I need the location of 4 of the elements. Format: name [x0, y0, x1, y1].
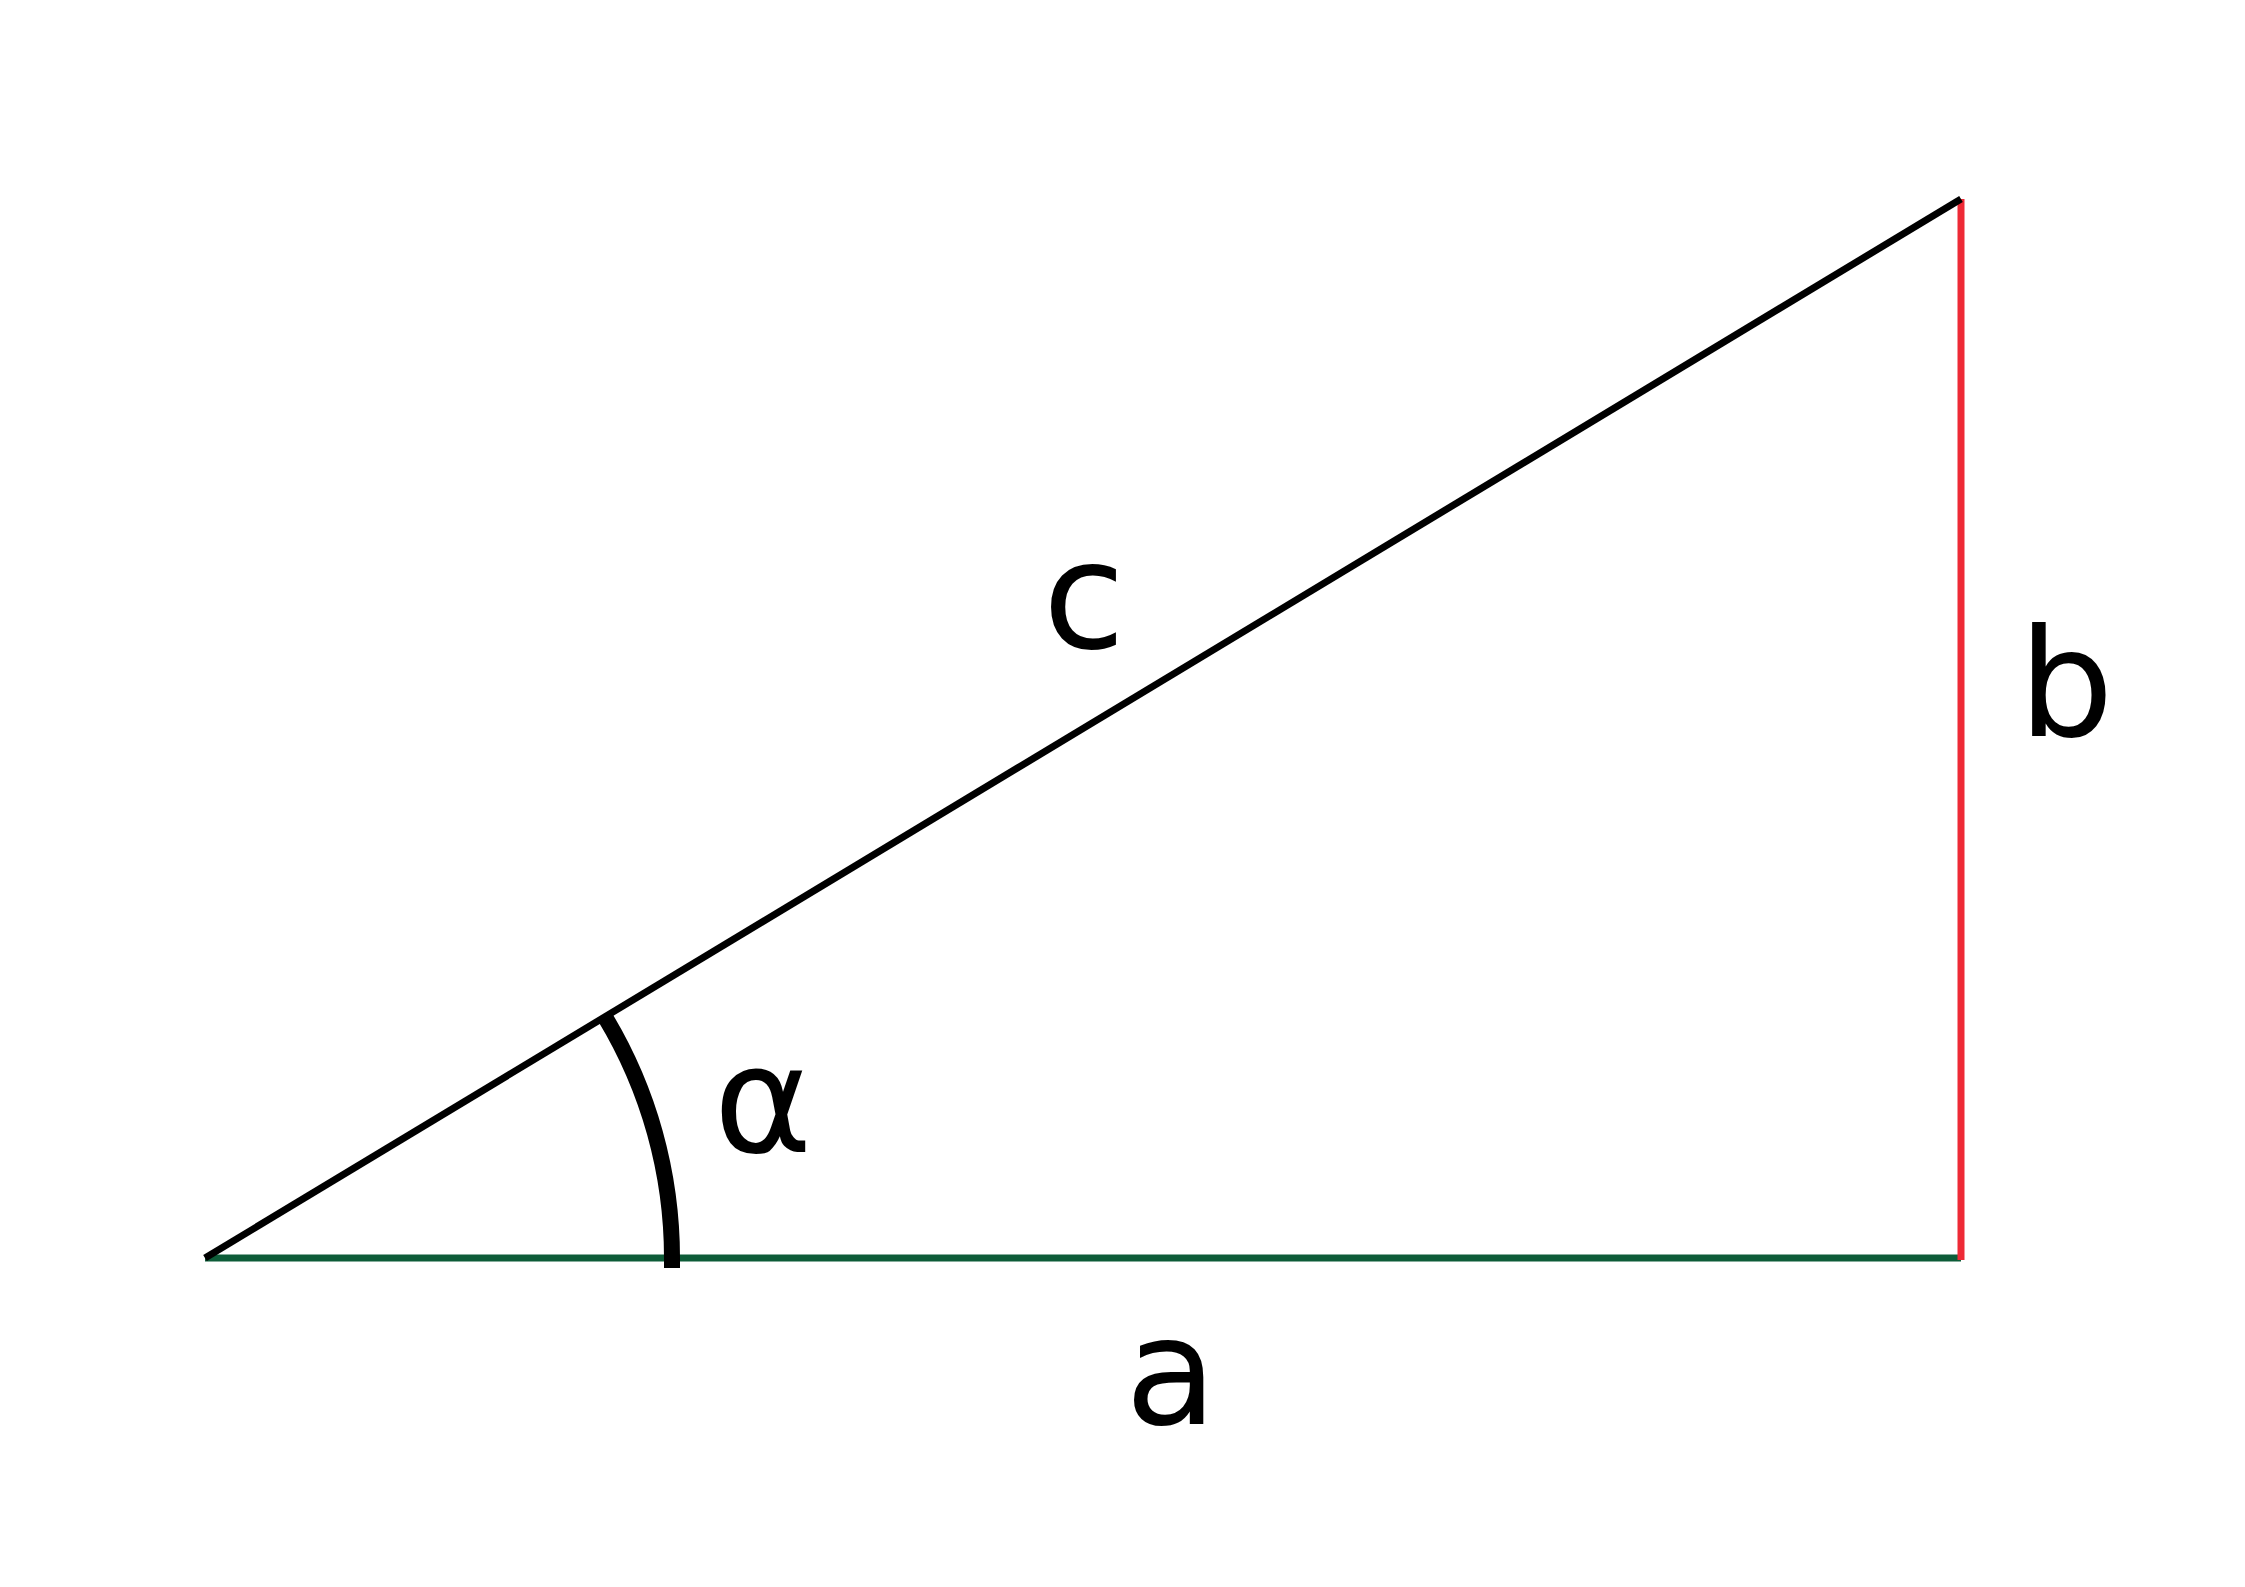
- side-label: c: [1042, 521, 1126, 671]
- side-label: a: [1125, 1297, 1217, 1447]
- side-label: b: [2018, 609, 2114, 759]
- angle-label: α: [713, 1025, 813, 1175]
